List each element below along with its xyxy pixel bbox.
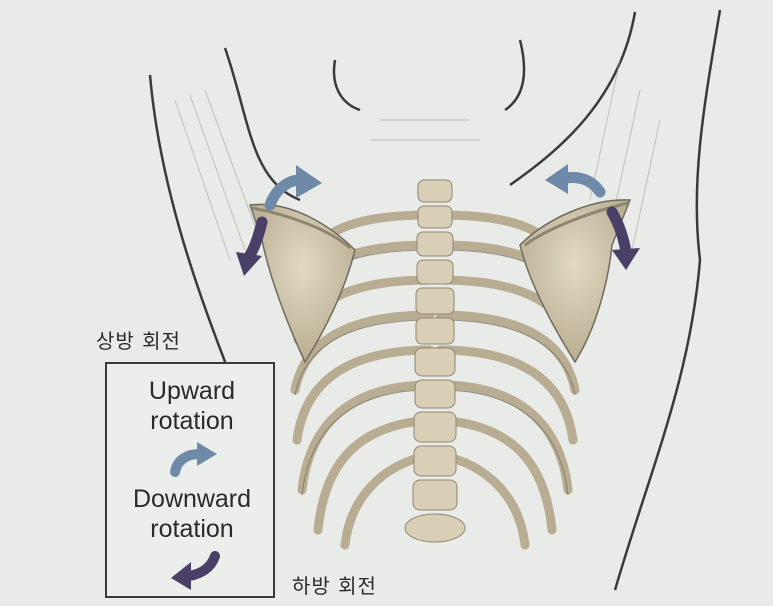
legend-upward-line2: rotation bbox=[150, 407, 234, 435]
muscle-shading bbox=[174, 59, 661, 261]
downward-rotation-arrow-left bbox=[236, 216, 268, 276]
right-scapula bbox=[519, 199, 632, 364]
upward-rotation-arrow-left bbox=[264, 165, 322, 211]
legend-downward-line2: rotation bbox=[150, 515, 234, 543]
curved-arrow-down-left-icon bbox=[171, 551, 220, 590]
body-outline bbox=[148, 9, 722, 591]
downward-rotation-arrow-right bbox=[606, 206, 640, 270]
upward-rotation-korean-label: 상방 회전 bbox=[96, 329, 181, 353]
spine bbox=[404, 179, 466, 543]
curved-arrow-up-right-icon bbox=[170, 442, 217, 477]
upward-rotation-arrow-right bbox=[545, 164, 606, 198]
downward-rotation-korean-label: 하방 회전 bbox=[292, 574, 377, 598]
legend-downward-line1: Downward bbox=[132, 485, 252, 513]
legend-upward-line1: Upward bbox=[148, 377, 236, 405]
left-scapula bbox=[248, 203, 356, 364]
legend-box: Upward rotation Downward rotation bbox=[105, 362, 275, 598]
